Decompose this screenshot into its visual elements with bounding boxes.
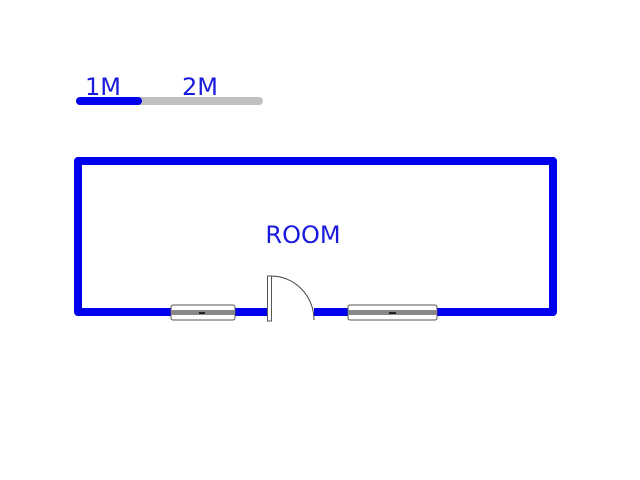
scale-label-1m: 1M <box>85 73 121 101</box>
room-label: ROOM <box>265 221 340 249</box>
scale-label-2m: 2M <box>182 73 218 101</box>
walls <box>74 157 557 316</box>
door <box>267 275 315 322</box>
wall-outer <box>74 157 557 316</box>
scale-bar: 1M 2M <box>76 73 263 105</box>
door-swing-arc <box>270 275 315 321</box>
door-panel <box>267 275 272 322</box>
window <box>347 304 438 321</box>
window <box>170 304 236 321</box>
